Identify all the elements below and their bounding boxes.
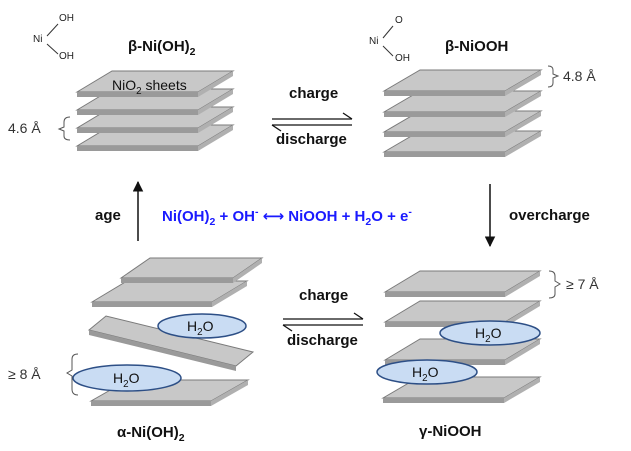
oh-group-label: OH [59, 13, 74, 24]
water-ellipse [439, 320, 541, 346]
beta-nioh2-spacing: 4.6 Å [8, 120, 41, 136]
spacing-bracket [66, 353, 79, 396]
beta-niooh-stack [382, 65, 560, 157]
bottom-equilibrium-arrows [282, 312, 364, 332]
top-discharge-label: discharge [276, 131, 347, 148]
bottom-charge-label: charge [299, 287, 349, 304]
top-equilibrium-arrows [271, 112, 353, 132]
spacing-bracket [57, 116, 71, 141]
nio2-sheets-label: NiO2 sheets [112, 77, 187, 97]
alpha-nioh2-title: α-Ni(OH)2 [117, 424, 185, 444]
o-atom-label: O [395, 15, 403, 26]
overcharge-label: overcharge [509, 207, 590, 224]
bottom-discharge-label: discharge [287, 332, 358, 349]
water-label: H2O [475, 325, 502, 345]
sheet [90, 280, 249, 307]
water-ellipse [157, 313, 247, 339]
water-label: H2O [113, 370, 140, 390]
sheet [87, 315, 255, 371]
water-label: H2O [412, 364, 439, 384]
ni-atom-label: Ni [369, 36, 379, 47]
nioh2-bonds [46, 23, 59, 55]
niooh-bonds [382, 25, 394, 57]
reaction-equation: Ni(OH)2 + OH- ⟷ NiOOH + H2O + e- [162, 206, 412, 228]
gamma-niooh-stack [376, 270, 561, 403]
top-charge-label: charge [289, 85, 339, 102]
oh-group-label: OH [395, 53, 410, 64]
spacing-bracket [547, 65, 560, 88]
water-label: H2O [187, 318, 214, 338]
beta-niooh-title: β-NiOOH [445, 38, 509, 55]
sheet [382, 69, 543, 96]
beta-niooh-spacing: 4.8 Å [563, 68, 596, 84]
gamma-niooh-spacing: ≥ 7 Å [566, 276, 599, 292]
spacing-bracket [548, 270, 561, 299]
age-label: age [95, 207, 121, 224]
water-ellipse [72, 364, 182, 392]
sheet [382, 90, 543, 117]
sheet [119, 257, 264, 283]
oh-group-label: OH [59, 51, 74, 62]
alpha-nioh2-spacing: ≥ 8 Å [8, 366, 41, 382]
ni-atom-label: Ni [33, 34, 43, 45]
gamma-niooh-title: γ-NiOOH [419, 423, 482, 440]
sheet [383, 270, 542, 297]
water-ellipse [376, 359, 478, 385]
alpha-nioh2-stack [66, 257, 264, 406]
beta-nioh2-stack [57, 70, 235, 151]
sheet [75, 70, 235, 97]
beta-nioh2-title: β-Ni(OH)2 [128, 38, 196, 58]
